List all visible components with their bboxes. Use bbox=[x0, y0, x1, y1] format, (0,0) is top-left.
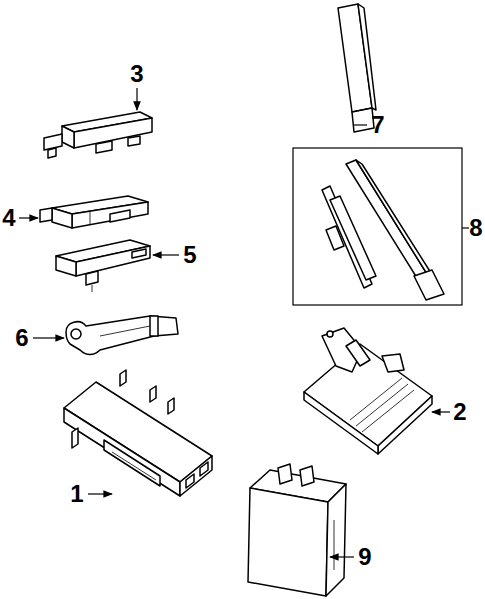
callout-number: 1 bbox=[70, 482, 83, 506]
bracket-module bbox=[304, 328, 432, 454]
antenna-part bbox=[338, 4, 376, 132]
antenna-part bbox=[322, 160, 444, 300]
callout-number: 5 bbox=[183, 243, 196, 267]
callout-number: 9 bbox=[358, 545, 371, 569]
sensor-part bbox=[56, 240, 150, 292]
leader-lines bbox=[19, 88, 469, 557]
callout-number: 8 bbox=[469, 216, 482, 240]
callout-number: 3 bbox=[130, 62, 143, 86]
group-bracket bbox=[293, 148, 462, 305]
sensor-part bbox=[44, 112, 152, 158]
callout-number: 6 bbox=[15, 326, 28, 350]
relay-module bbox=[248, 464, 346, 596]
control-module bbox=[64, 370, 212, 496]
callout-number: 2 bbox=[453, 400, 466, 424]
sensor-part bbox=[40, 196, 148, 228]
callout-number: 7 bbox=[371, 113, 384, 137]
bracket-part bbox=[66, 316, 178, 355]
callout-number: 4 bbox=[2, 206, 15, 230]
